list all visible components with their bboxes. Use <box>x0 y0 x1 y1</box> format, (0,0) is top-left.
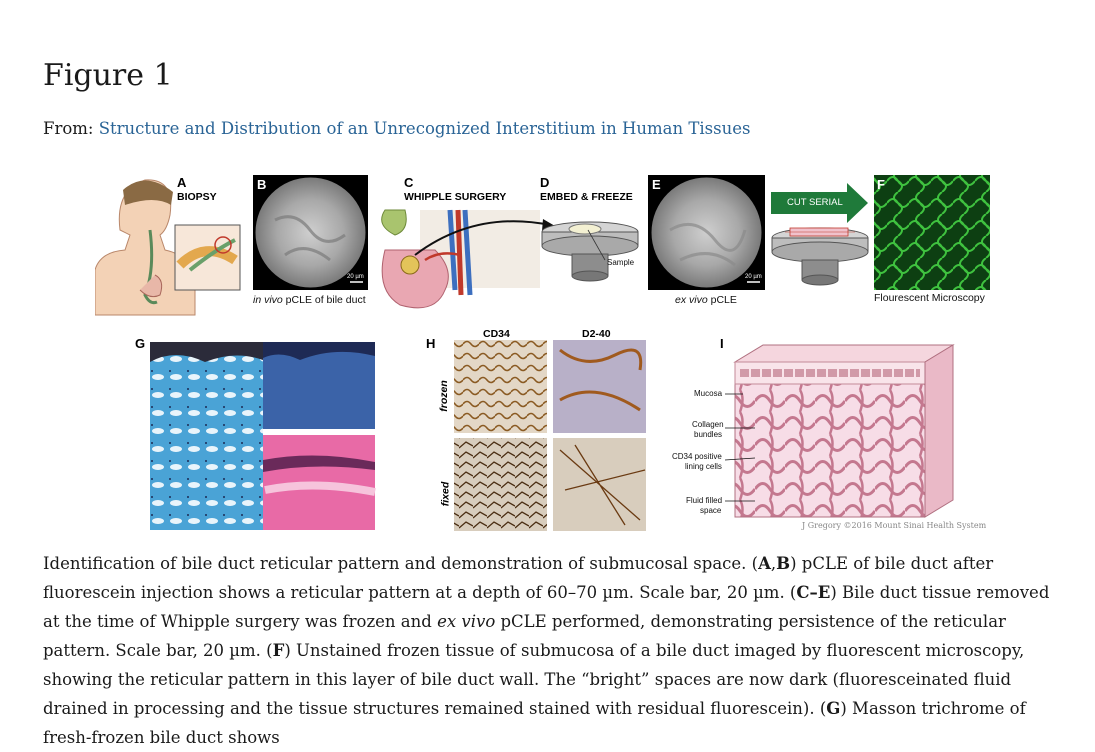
panel-i-credit: J Gregory ©2016 Mount Sinai Health Syste… <box>802 521 987 530</box>
panel-c-title: WHIPPLE SURGERY <box>404 191 507 203</box>
panel-f-caption: Flourescent Microscopy <box>874 292 985 304</box>
panel-b-image <box>253 175 368 290</box>
panel-f-image <box>874 175 990 290</box>
panel-b-letter: B <box>257 177 267 192</box>
panel-i-label-cd34-1: CD34 positive <box>672 452 722 461</box>
panel-g-letter: G <box>135 336 146 351</box>
panel-i-label-mucosa: Mucosa <box>694 389 723 398</box>
panel-h-image <box>454 340 646 531</box>
panel-d-title: EMBED & FREEZE <box>540 191 633 203</box>
panel-h-col-d240: D2-40 <box>582 328 611 340</box>
from-label: From: <box>43 119 94 138</box>
cut-serial-label: CUT SERIAL <box>787 197 843 208</box>
panel-c-illustration <box>381 209 555 309</box>
panel-h-letter: H <box>426 336 436 351</box>
panel-g-image <box>150 342 376 530</box>
panel-d-illustration <box>541 221 639 282</box>
panel-h-row-frozen: frozen <box>437 380 450 412</box>
panel-i-leaders <box>724 393 756 502</box>
panel-a-letter: A <box>177 175 187 190</box>
panel-h-col-cd34: CD34 <box>483 328 510 340</box>
page-title: Figure 1 <box>43 58 173 93</box>
source-line: From: Structure and Distribution of an U… <box>43 119 750 138</box>
cut-serial-arrow <box>771 183 869 286</box>
panel-i-label-fluid-2: space <box>700 506 722 515</box>
panel-a-title: BIOPSY <box>177 191 217 203</box>
panel-e-letter: E <box>652 177 661 192</box>
panel-i-label-fluid-1: Fluid filled <box>686 496 723 505</box>
panel-i-label-cd34-2: lining cells <box>685 462 722 471</box>
source-article-link[interactable]: Structure and Distribution of an Unrecog… <box>98 119 751 138</box>
panel-a-illustration <box>95 179 241 316</box>
panel-e-scale: 20 µm <box>745 274 762 280</box>
panel-h-row-fixed: fixed <box>439 481 452 507</box>
panel-b-caption: in vivo pCLE of bile duct <box>253 294 366 306</box>
figure-image: A BIOPSY B 20 µm in vivo pCLE of bile du… <box>95 170 1000 540</box>
panel-e-caption: ex vivo pCLE <box>675 294 737 306</box>
panel-i-illustration <box>733 344 955 518</box>
panel-d-letter: D <box>540 175 550 190</box>
panel-b-scale: 20 µm <box>347 274 364 280</box>
panel-i-label-collagen-2: bundles <box>694 430 723 439</box>
panel-e-image <box>648 175 765 290</box>
figure-caption: Identification of bile duct reticular pa… <box>43 554 1050 747</box>
panel-c-letter: C <box>404 175 414 190</box>
panel-i-label-collagen-1: Collagen <box>692 420 724 429</box>
panel-f-letter: F <box>877 177 885 192</box>
panel-d-sample-label: Sample <box>607 258 635 267</box>
panel-i-letter: I <box>720 336 724 351</box>
